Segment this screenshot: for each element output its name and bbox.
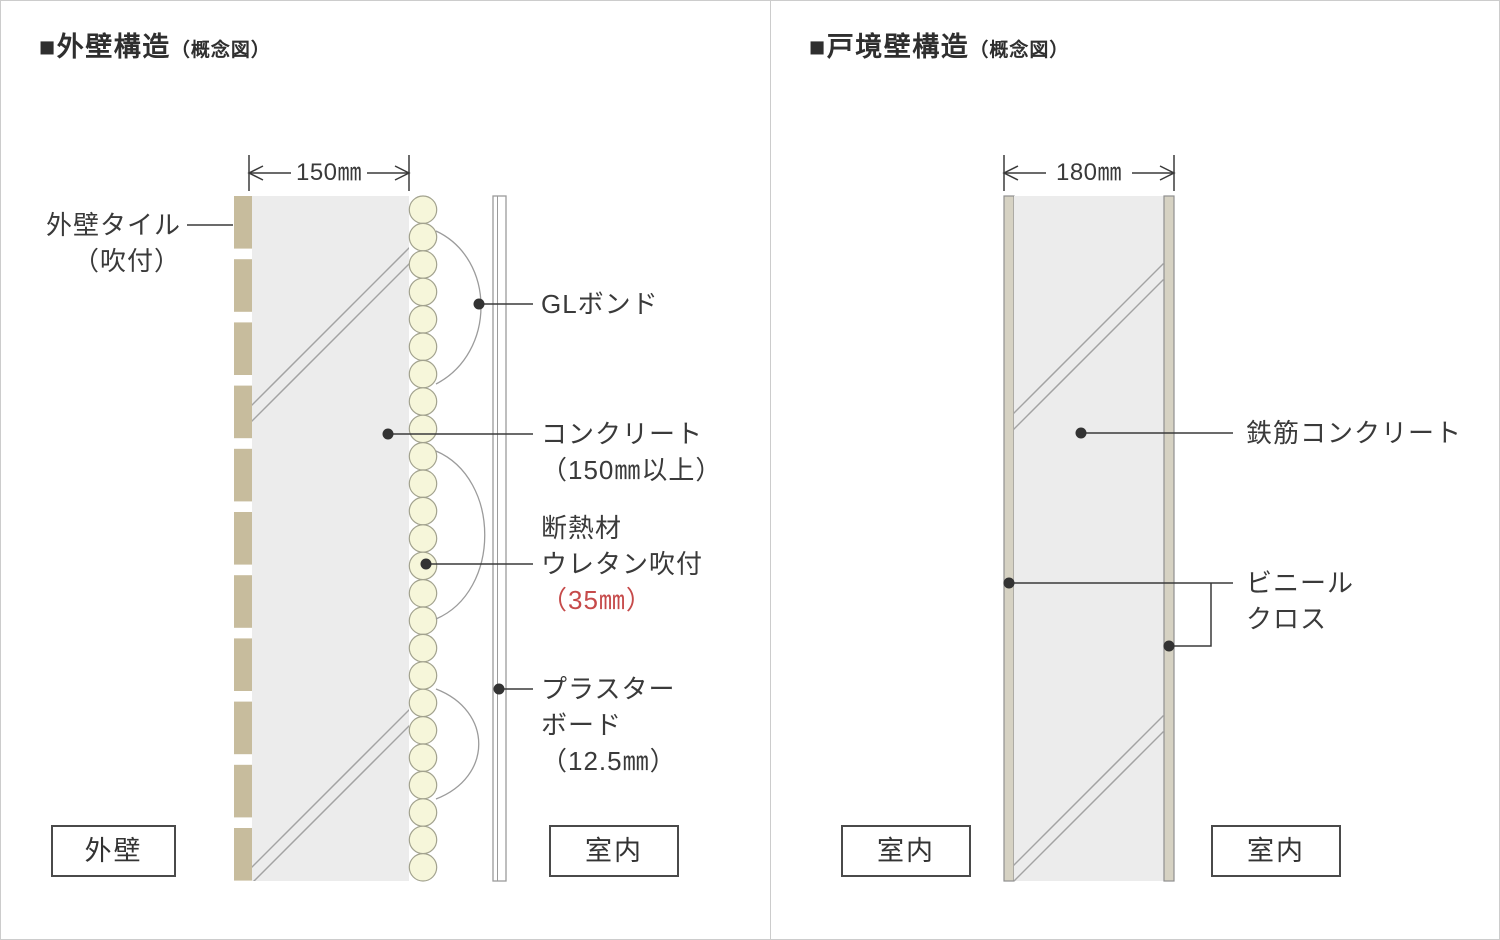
plasterboard-label-line1: プラスター (541, 674, 676, 704)
right-title-text: ■戸境壁構造 (809, 32, 970, 62)
right-title-note: （概念図） (969, 40, 1070, 61)
insulation-foam-layer (408, 195, 438, 882)
insulation-label-line2: ウレタン吹付 (541, 549, 704, 579)
vinyl-cloth-label-line2: クロス (1246, 604, 1328, 634)
dimension-150 (247, 155, 411, 191)
left-title-note: （概念図） (170, 40, 271, 61)
concrete-label-line2: （150㎜以上） (541, 455, 723, 485)
gl-bond-label: GLボンド (541, 289, 659, 319)
left-title-text: ■外壁構造 (39, 32, 171, 62)
gl-bond-dabs (435, 230, 486, 800)
left-leader-lines (187, 224, 533, 690)
vinyl-cloth-right-layer (1163, 195, 1175, 882)
right-dimension-label: 180㎜ (1055, 159, 1123, 186)
left-panel-title: ■外壁構造 （概念図） (39, 25, 271, 64)
right-leader-dots (1003, 427, 1175, 652)
concrete-label-line1: コンクリート (541, 419, 704, 449)
insulation-label: 断熱材 ウレタン吹付 （35㎜） (541, 510, 703, 618)
vinyl-cloth-left-layer (1003, 195, 1015, 882)
plasterboard-layer (492, 195, 507, 882)
exterior-side-box: 外壁 (51, 825, 176, 877)
vinyl-cloth-label-line1: ビニール (1246, 568, 1355, 598)
right-leader-lines (1009, 432, 1233, 647)
right-indoor-right-box: 室内 (1211, 825, 1341, 877)
concrete-hatch-left (252, 246, 409, 881)
concrete-layer (252, 196, 409, 881)
concrete-hatch-right (1014, 261, 1164, 881)
left-indoor-side-box: 室内 (549, 825, 679, 877)
tile-label-line2: （吹付） (72, 246, 181, 276)
panel-divider (770, 1, 771, 939)
dimension-180 (1002, 155, 1176, 191)
exterior-tile-layer (234, 196, 252, 881)
tile-label: 外壁タイル （吹付） (43, 207, 181, 279)
rc-concrete-layer (1014, 196, 1164, 881)
left-leader-dots (382, 298, 505, 695)
right-indoor-left-box: 室内 (841, 825, 971, 877)
right-panel-title: ■戸境壁構造 （概念図） (809, 25, 1069, 64)
left-dimension-label: 150㎜ (295, 159, 363, 186)
tile-label-line1: 外壁タイル (45, 210, 181, 240)
rc-concrete-label: 鉄筋コンクリート (1246, 418, 1463, 448)
vinyl-cloth-label: ビニール クロス (1246, 565, 1354, 637)
insulation-thickness-value: （35㎜） (541, 585, 653, 615)
insulation-label-line1: 断熱材 (541, 513, 623, 543)
plasterboard-label-line3: （12.5㎜） (541, 746, 677, 776)
plasterboard-label: プラスター ボード （12.5㎜） (541, 671, 677, 779)
concrete-label: コンクリート （150㎜以上） (541, 416, 722, 488)
plasterboard-label-line2: ボード (541, 710, 623, 740)
